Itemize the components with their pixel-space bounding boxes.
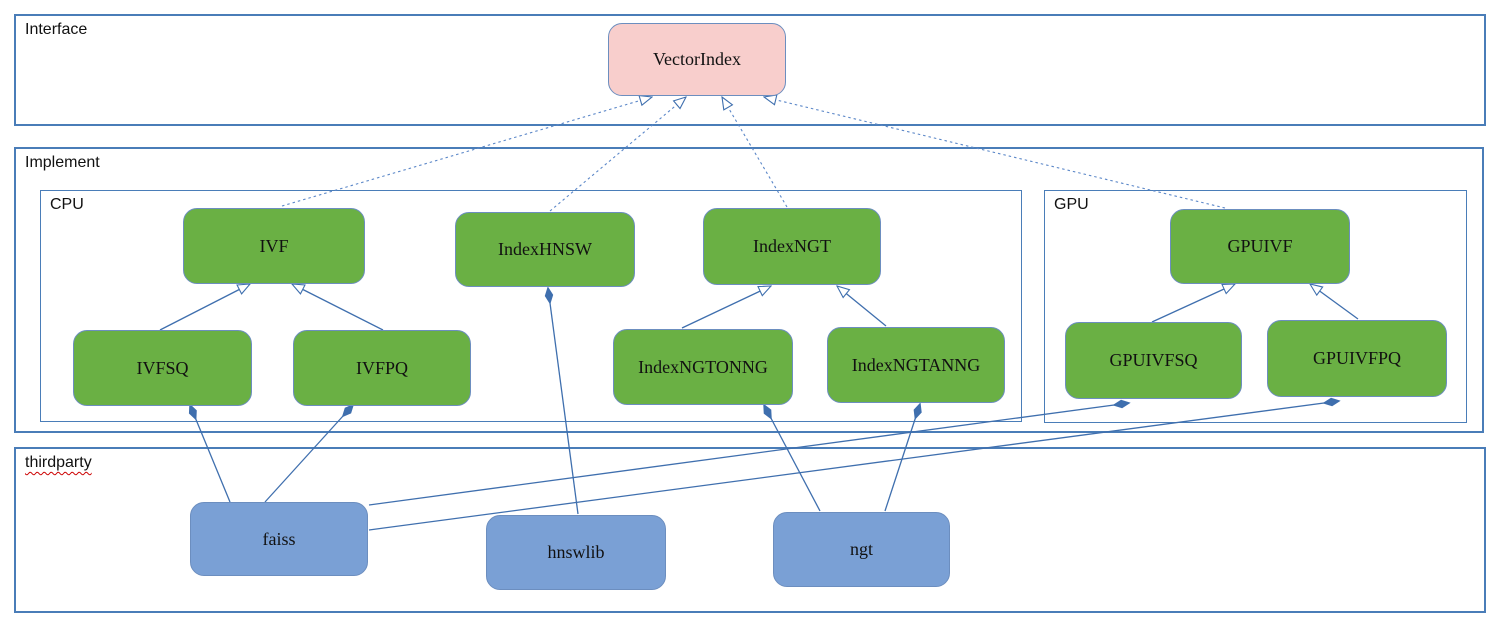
container-cpu[interactable]: CPU xyxy=(40,190,1022,422)
container-thirdparty[interactable]: thirdparty xyxy=(14,447,1486,613)
edge-faiss-ivfpq-composition[interactable] xyxy=(264,405,353,503)
edge-gpuivfsq-gpuivf-generalization[interactable] xyxy=(1151,284,1235,323)
node-vectorindex[interactable]: VectorIndex xyxy=(608,23,786,96)
edge-hnswlib-indexhnsw-composition[interactable] xyxy=(548,288,579,515)
container-implement[interactable]: Implement xyxy=(14,147,1484,433)
node-label-indexngtonng: IndexNGTONNG xyxy=(638,356,768,377)
edge-ngt-indexngtanng-composition[interactable] xyxy=(884,404,920,512)
edge-indexngtanng-indexngt-generalization[interactable] xyxy=(837,286,887,327)
node-ivfsq[interactable]: IVFSQ xyxy=(73,330,252,406)
edge-faiss-ivfsq-composition[interactable] xyxy=(190,405,231,503)
container-label-gpu: GPU xyxy=(1054,196,1089,213)
edge-faiss-gpuivfpq-composition[interactable] xyxy=(368,401,1339,531)
node-label-ivfsq: IVFSQ xyxy=(136,357,189,378)
node-gpuivfsq[interactable]: GPUIVFSQ xyxy=(1065,322,1242,399)
node-label-indexngtanng: IndexNGTANNG xyxy=(851,354,981,375)
edge-gpuivfpq-gpuivf-generalization[interactable] xyxy=(1310,284,1359,320)
node-indexngtanng[interactable]: IndexNGTANNG xyxy=(827,327,1005,403)
node-label-gpuivfsq: GPUIVFSQ xyxy=(1109,350,1198,370)
edge-ivfpq-ivf-generalization[interactable] xyxy=(292,284,384,331)
node-ivf[interactable]: IVF xyxy=(183,208,365,284)
edge-indexhnsw-vectorindex-realization[interactable] xyxy=(549,97,686,212)
node-indexngt[interactable]: IndexNGT xyxy=(703,208,881,285)
node-faiss[interactable]: faiss xyxy=(190,502,368,576)
container-label-thirdparty: thirdparty xyxy=(25,454,92,471)
node-indexhnsw[interactable]: IndexHNSW xyxy=(455,212,635,287)
node-indexngtonng[interactable]: IndexNGTONNG xyxy=(613,329,793,405)
edge-indexngt-vectorindex-realization[interactable] xyxy=(722,97,788,208)
node-label-vectorindex: VectorIndex xyxy=(653,49,741,69)
edge-ivf-vectorindex-realization[interactable] xyxy=(281,97,652,207)
container-label-interface: Interface xyxy=(25,21,88,38)
edge-indexngtonng-indexngt-generalization[interactable] xyxy=(681,286,771,329)
node-ngt[interactable]: ngt xyxy=(773,512,950,587)
node-gpuivf[interactable]: GPUIVF xyxy=(1170,209,1350,284)
node-label-indexhnsw: IndexHNSW xyxy=(498,239,592,259)
edge-faiss-gpuivfsq-composition[interactable] xyxy=(368,403,1129,506)
edge-ngt-indexngtonng-composition[interactable] xyxy=(764,405,821,512)
edge-ivfsq-ivf-generalization[interactable] xyxy=(159,284,250,331)
node-label-faiss: faiss xyxy=(262,528,296,549)
container-gpu[interactable]: GPU xyxy=(1044,190,1467,423)
node-label-ivfpq: IVFPQ xyxy=(355,357,408,378)
node-label-indexngt: IndexNGT xyxy=(753,236,831,256)
node-label-gpuivfpq: GPUIVFPQ xyxy=(1312,348,1402,368)
node-ivfpq[interactable]: IVFPQ xyxy=(293,330,471,406)
node-label-hnswlib: hnswlib xyxy=(547,542,605,562)
edge-gpuivf-vectorindex-realization[interactable] xyxy=(764,97,1226,209)
node-gpuivfpq[interactable]: GPUIVFPQ xyxy=(1267,320,1447,397)
node-label-ngt: ngt xyxy=(849,539,873,559)
node-hnswlib[interactable]: hnswlib xyxy=(486,515,666,590)
node-label-ivf: IVF xyxy=(259,235,289,256)
container-interface[interactable]: Interface xyxy=(14,14,1486,126)
container-label-cpu: CPU xyxy=(50,196,84,213)
container-label-implement: Implement xyxy=(25,154,100,171)
node-label-gpuivf: GPUIVF xyxy=(1227,236,1293,256)
